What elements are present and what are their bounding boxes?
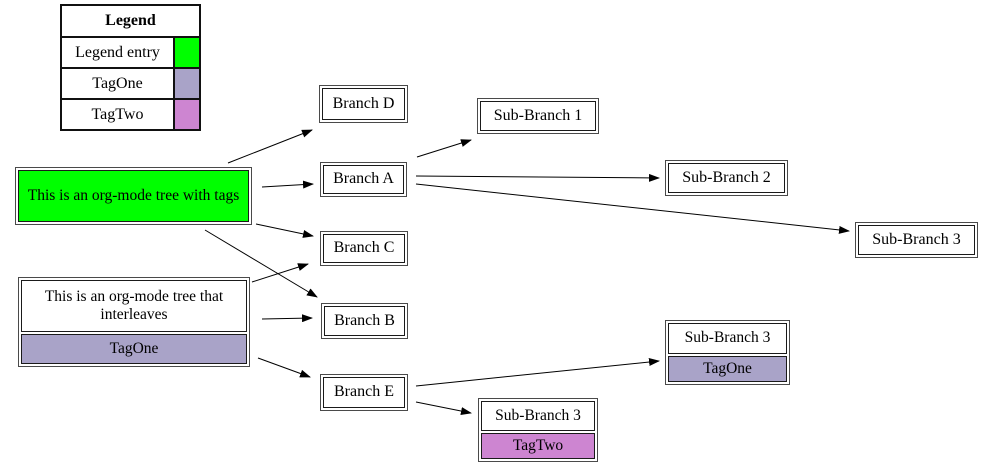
edge-branch-a-to-sub-branch-1 xyxy=(416,139,472,158)
edge-branch-a-to-sub-branch-2 xyxy=(415,173,660,182)
node-root-tags: This is an org-mode tree with tags xyxy=(15,167,252,225)
legend-entry-swatch xyxy=(173,36,201,69)
node-sub-branch-3-tagone-tag: TagOne xyxy=(668,356,787,382)
node-branch-b: Branch B xyxy=(321,303,408,339)
legend-entry-label: Legend entry xyxy=(60,36,175,69)
node-sub-branch-3-tagone: Sub-Branch 3 TagOne xyxy=(665,320,790,385)
edge-root-tags-to-branch-d xyxy=(227,129,313,164)
node-root-tags-label: This is an org-mode tree with tags xyxy=(18,170,249,222)
edge-branch-e-to-sub-branch-3-tagone xyxy=(415,358,660,387)
node-branch-a: Branch A xyxy=(320,162,407,197)
node-branch-d: Branch D xyxy=(319,85,408,123)
node-branch-c-label: Branch C xyxy=(323,234,405,263)
node-sub-branch-1: Sub-Branch 1 xyxy=(477,98,599,134)
node-branch-c: Branch C xyxy=(320,231,408,266)
edge-root-interleaves-to-branch-b xyxy=(261,314,313,323)
node-sub-branch-1-label: Sub-Branch 1 xyxy=(480,101,596,131)
node-sub-branch-3-tagone-label: Sub-Branch 3 xyxy=(668,323,787,354)
legend-tagone-swatch xyxy=(173,67,201,100)
legend-tagtwo-label: TagTwo xyxy=(60,98,175,131)
edge-root-tags-to-branch-a xyxy=(261,180,314,189)
edge-root-interleaves-to-branch-e xyxy=(257,357,311,378)
legend-tagone-label: TagOne xyxy=(60,67,175,100)
node-root-interleaves-label: This is an org-mode tree that interleave… xyxy=(21,280,247,332)
edge-root-tags-to-branch-c xyxy=(255,223,314,238)
legend-title: Legend xyxy=(60,4,201,38)
edge-branch-e-to-sub-branch-3-tagtwo xyxy=(415,401,472,415)
legend-row-tagone: TagOne xyxy=(60,67,201,100)
node-sub-branch-3-label: Sub-Branch 3 xyxy=(858,225,975,255)
legend-row-tagtwo: TagTwo xyxy=(60,98,201,131)
legend-header-row: Legend xyxy=(60,4,201,38)
node-sub-branch-3-tagtwo-tag: TagTwo xyxy=(481,433,595,459)
node-sub-branch-3-tagtwo-label: Sub-Branch 3 xyxy=(481,401,595,431)
node-branch-e-label: Branch E xyxy=(323,377,405,408)
node-sub-branch-2: Sub-Branch 2 xyxy=(665,160,788,196)
node-sub-branch-3-tagtwo: Sub-Branch 3 TagTwo xyxy=(478,398,598,462)
edge-root-interleaves-to-branch-c xyxy=(251,263,309,283)
legend-tagtwo-swatch xyxy=(173,98,201,131)
node-root-interleaves-tag: TagOne xyxy=(21,334,247,364)
node-root-interleaves: This is an org-mode tree that interleave… xyxy=(18,277,250,367)
node-sub-branch-2-label: Sub-Branch 2 xyxy=(668,163,785,193)
node-branch-b-label: Branch B xyxy=(324,306,405,336)
node-branch-e: Branch E xyxy=(320,374,408,411)
node-branch-d-label: Branch D xyxy=(322,88,405,120)
legend-row-entry: Legend entry xyxy=(60,36,201,69)
legend-table: Legend Legend entry TagOne TagTwo xyxy=(60,4,201,131)
node-branch-a-label: Branch A xyxy=(323,165,404,194)
node-sub-branch-3: Sub-Branch 3 xyxy=(855,222,978,258)
